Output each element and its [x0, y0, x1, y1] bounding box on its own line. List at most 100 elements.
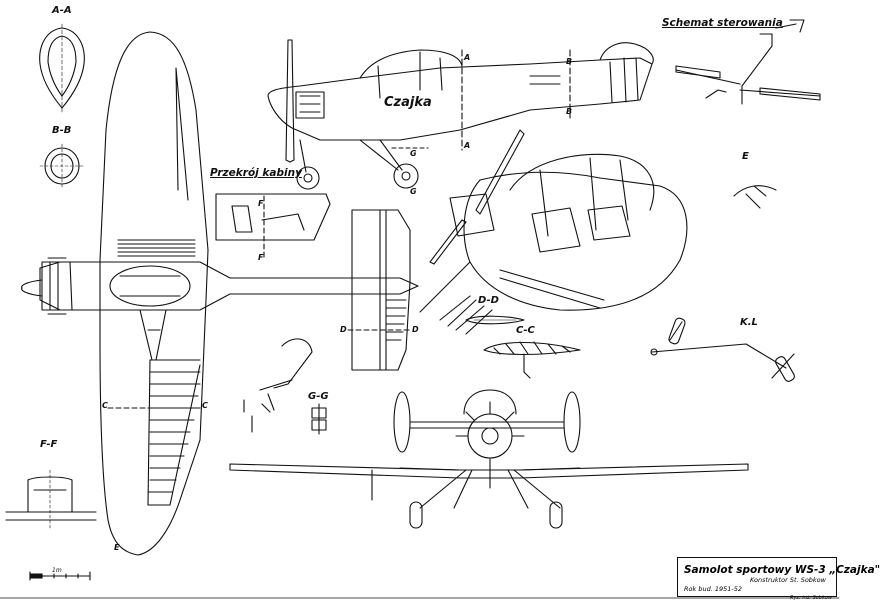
front-engine-fins [455, 401, 525, 437]
side-wheel-main [393, 163, 419, 189]
label-control-scheme: Schemat sterowania [662, 17, 783, 29]
section-ff-frame [5, 476, 97, 521]
scale-bar [29, 571, 91, 581]
plan-spinner [21, 279, 43, 297]
plan-elevator-lines [379, 209, 387, 371]
front-tailplane-left [393, 391, 411, 453]
front-tail-bar [409, 421, 565, 429]
plan-fuselage [39, 261, 419, 311]
detail-kl-block-left [668, 317, 686, 345]
front-wing [229, 463, 749, 479]
front-hub [481, 427, 499, 445]
control-aileron-right [759, 87, 821, 101]
cabin-section [215, 193, 331, 261]
gear-detail-arms [259, 338, 313, 411]
plan-canopy [109, 265, 191, 307]
label-aircraft-name: Czajka [384, 95, 432, 110]
title-block-year: Rok bud. 1951-52 [684, 585, 742, 593]
control-rods [675, 69, 821, 99]
gear-detail [243, 338, 313, 433]
detail-e [733, 185, 777, 209]
marker-g-top: G [410, 149, 417, 158]
marker-b-top: B [566, 57, 573, 66]
plan-wing-outline [99, 31, 209, 556]
plan-tailplane [351, 209, 411, 371]
scale-bar-label: 1m [52, 567, 62, 574]
side-fin [599, 42, 654, 65]
plan-flap-outline [147, 359, 201, 506]
front-wing-hatch [399, 467, 581, 471]
title-block-designer: Konstruktor St. Sobkow [750, 576, 826, 584]
persp-seats [531, 205, 631, 253]
front-canopy [463, 389, 517, 415]
plan-canopy-frame [119, 275, 181, 297]
side-propeller [285, 39, 295, 163]
side-canopy-frame [377, 51, 443, 99]
plan-flap-lines [147, 359, 201, 493]
front-view [229, 389, 749, 529]
title-block: Samolot sportowy WS-3 „Czajka" Konstrukt… [677, 557, 880, 597]
side-engine-box [295, 91, 325, 119]
title-block-title: Samolot sportowy WS-3 „Czajka" [684, 564, 880, 576]
side-gear-leg [299, 139, 403, 173]
detail-kl-arm [669, 321, 795, 379]
section-cc-profile [483, 342, 581, 356]
marker-b-bottom: B [566, 107, 573, 116]
section-dd [465, 315, 525, 325]
detail-kl-block-right [775, 356, 795, 382]
plan-hatch-lines [117, 239, 196, 257]
label-section-gg: G-G [308, 391, 329, 402]
section-cc [483, 341, 581, 379]
marker-f-bottom: F [258, 253, 264, 262]
plan-aileron-line [175, 67, 189, 201]
marker-d-right: D [412, 325, 419, 334]
side-wheel-front [296, 166, 320, 190]
section-aa [39, 23, 85, 113]
front-nose [467, 413, 513, 459]
label-detail-e: E [742, 151, 749, 162]
label-section-cc: C-C [516, 325, 535, 336]
marker-d-left: D [340, 325, 347, 334]
technical-drawing-sheet [0, 19, 840, 599]
side-tail-lines [609, 57, 639, 103]
marker-a-top: A [464, 53, 471, 62]
section-dd-profile [465, 315, 525, 325]
side-view [267, 39, 654, 190]
scale-bar-block [29, 573, 43, 579]
detail-kl-rod [651, 343, 787, 369]
marker-c-right: C [202, 401, 208, 410]
control-scheme [675, 19, 821, 105]
label-section-dd: D-D [478, 295, 499, 306]
side-wheel-front-hub [303, 173, 313, 183]
side-wheel-main-hub [401, 171, 411, 181]
persp-canopy-frame [539, 157, 629, 237]
perspective-view [419, 129, 688, 335]
section-gg-shape [311, 403, 327, 435]
persp-propeller [429, 129, 525, 265]
detail-kl-pin [650, 348, 658, 356]
label-section-aa: A-A [52, 5, 72, 16]
front-tailplane-right [563, 391, 581, 453]
plan-view [21, 31, 419, 556]
gear-detail-bolts [243, 399, 271, 433]
control-aileron-left [675, 65, 721, 79]
cabin-section-outline [215, 193, 331, 241]
section-ff [5, 469, 97, 531]
marker-a-bottom: A [464, 141, 471, 150]
label-section-ff: F-F [40, 439, 58, 450]
detail-e-shape [733, 185, 777, 209]
persp-canopy [509, 153, 655, 211]
control-stick [741, 33, 773, 105]
plan-engine [41, 257, 73, 315]
front-gear [419, 469, 561, 509]
persp-wing-leading [419, 261, 471, 313]
section-bb-centerline [39, 143, 85, 189]
section-gg [311, 403, 327, 435]
front-wheel-right [549, 501, 563, 529]
drawn-by-note: Rys. inż. Sobkow [790, 595, 833, 601]
plan-elevator-hatch [385, 299, 407, 341]
marker-c-left: C [102, 401, 108, 410]
marker-f-top: F [258, 199, 264, 208]
cabin-seat [231, 205, 305, 233]
persp-engine [449, 193, 495, 237]
